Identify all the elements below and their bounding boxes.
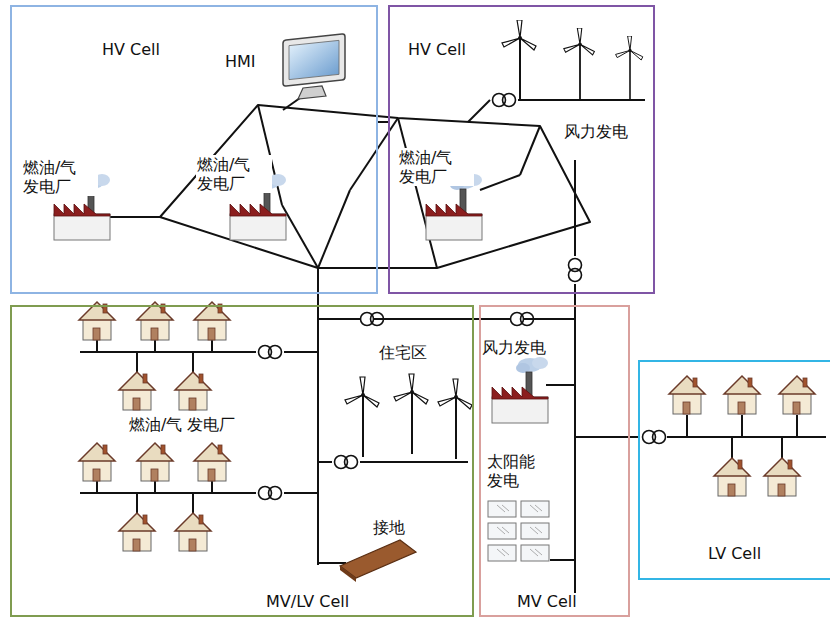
cell-title: MV Cell [515, 593, 579, 611]
power-line [378, 121, 388, 123]
device-label: 燃油/气 发电厂 [196, 155, 272, 193]
device-label: 接地 [372, 518, 406, 537]
cell-title: HV Cell [406, 41, 468, 59]
device-label: HMI [224, 52, 257, 71]
device-label: 风力发电 [563, 122, 629, 141]
device-label: 住宅区 [378, 343, 428, 362]
cell-title: LV Cell [706, 545, 763, 563]
power-line [574, 294, 576, 305]
device-label: 燃油/气 发电厂 [398, 148, 474, 186]
power-line [630, 436, 638, 438]
device-label: 太阳能 发电 [486, 452, 542, 490]
power-line [317, 294, 319, 305]
cell-region: LV Cell [638, 360, 830, 580]
device-label: 燃油/气 发电厂 [22, 158, 98, 196]
cell-title: MV/LV Cell [264, 593, 351, 611]
cell-title: HV Cell [100, 41, 162, 59]
cell-region: HV Cell [10, 5, 378, 294]
device-label: 风力发电 [481, 338, 557, 357]
device-label: 燃油/气 发电厂 [128, 415, 236, 434]
